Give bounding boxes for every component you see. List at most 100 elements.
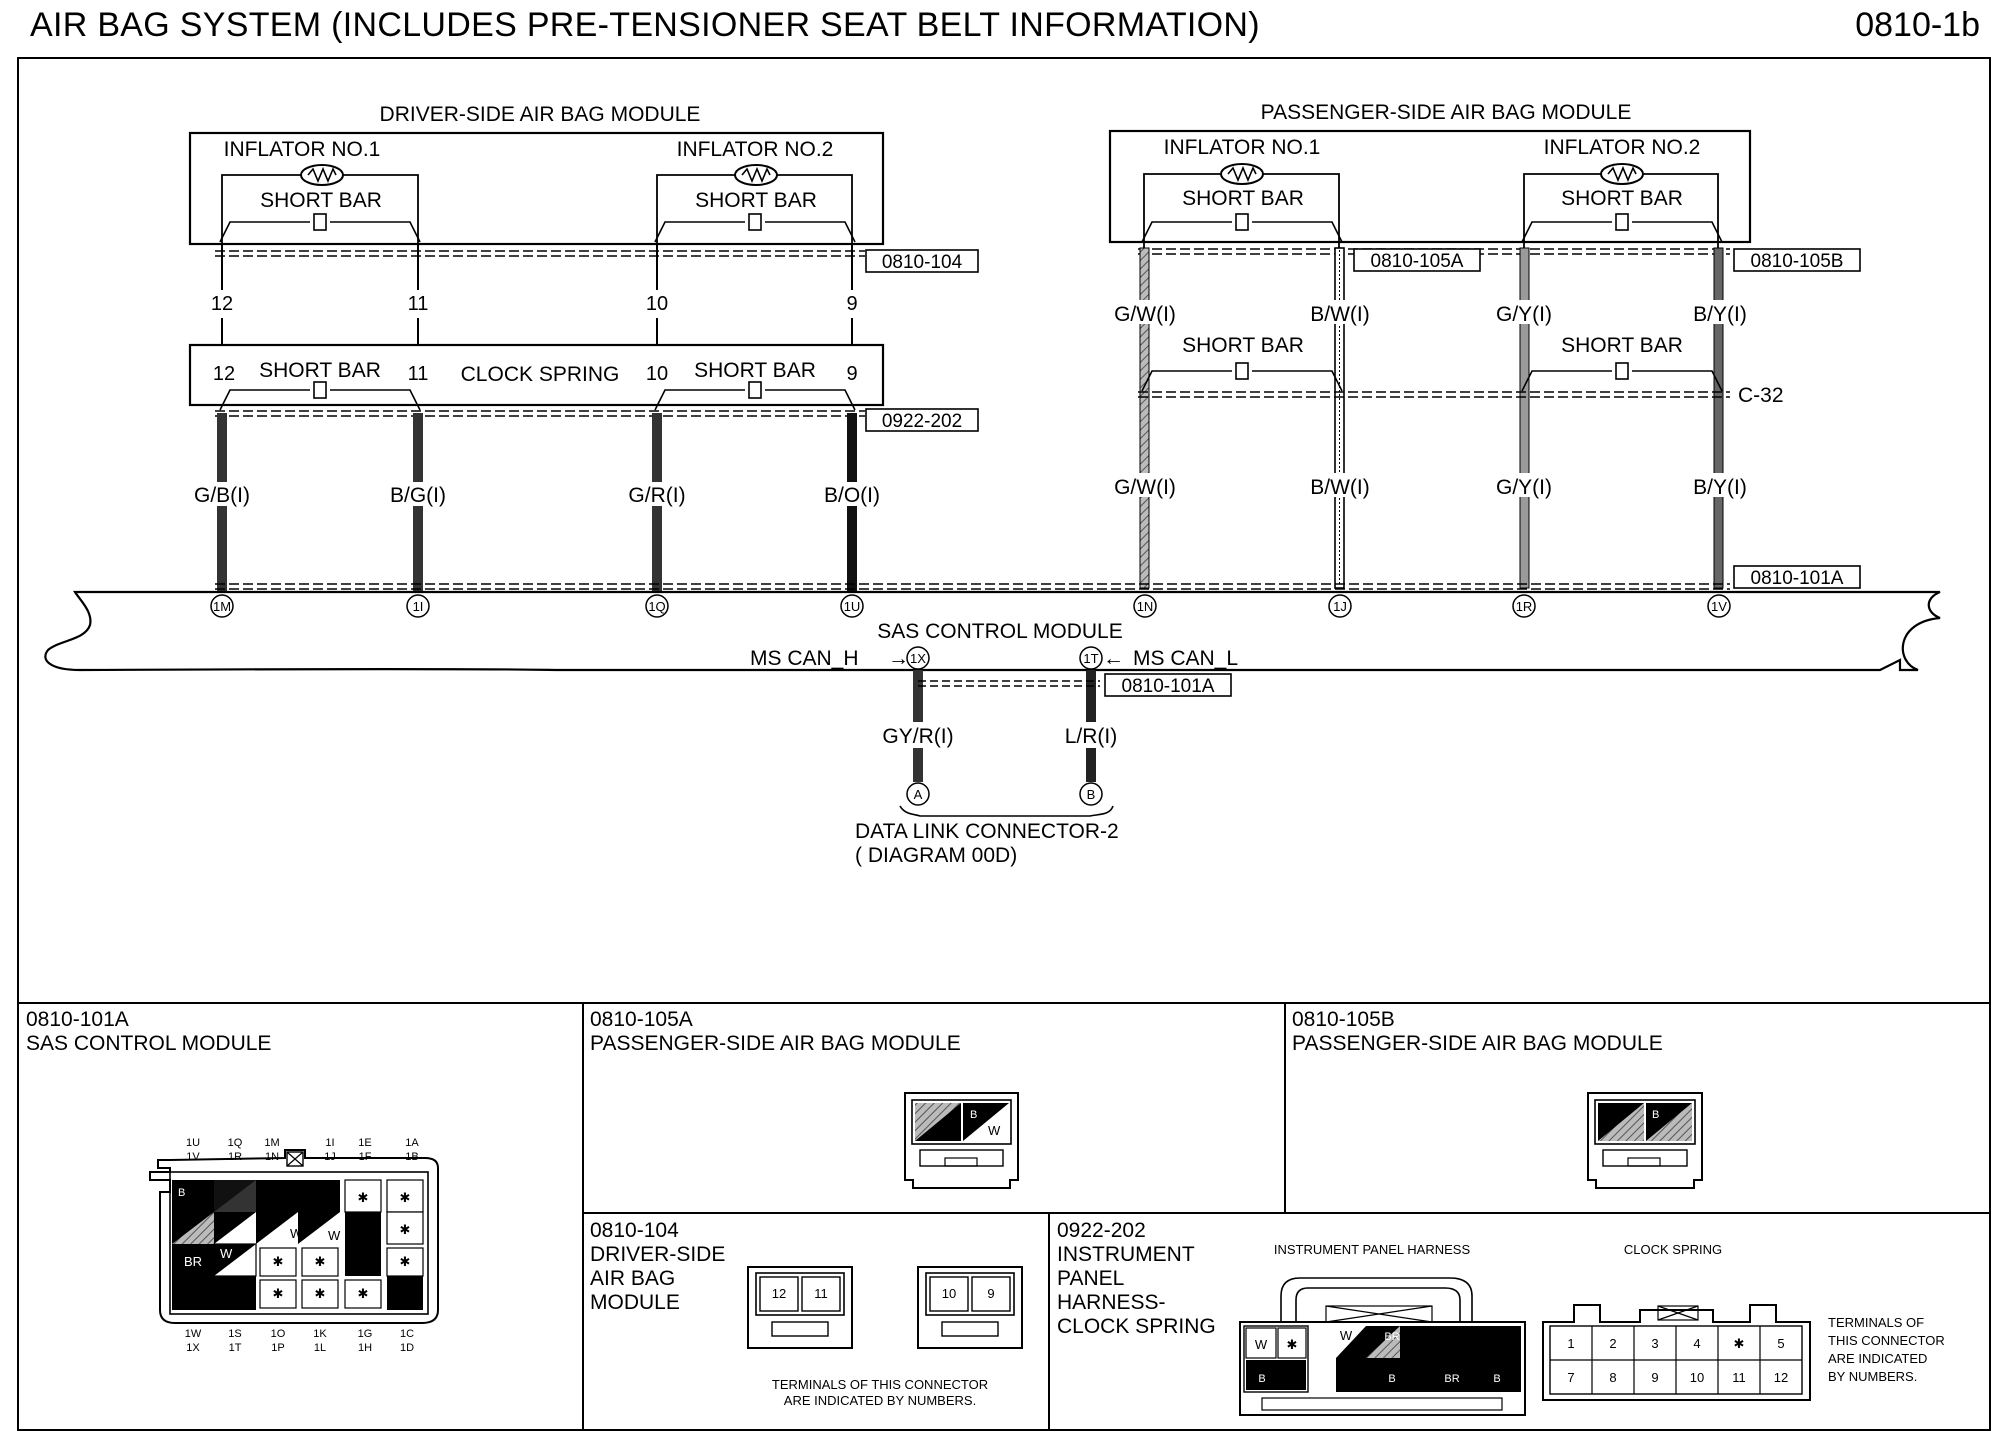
svg-text:7: 7 — [1567, 1370, 1574, 1385]
svg-text:B: B — [970, 1109, 977, 1121]
svg-text:✱: ✱ — [273, 1254, 284, 1269]
resistor-icon — [300, 164, 344, 186]
outer-frame — [17, 57, 1991, 1431]
driver-pin: 11 — [408, 293, 429, 315]
sas-terminal: 1T — [1083, 651, 1098, 666]
svg-text:INFLATOR NO.1: INFLATOR NO.1 — [1164, 136, 1321, 159]
connector-ref-0810-104: 0810-104 — [882, 252, 963, 273]
short-bar-label: SHORT BAR — [1182, 187, 1304, 210]
svg-text:W: W — [220, 1246, 233, 1261]
driver-pin: 12 — [211, 293, 233, 315]
resistor-icon — [1220, 163, 1264, 185]
svg-text:✱: ✱ — [1734, 1336, 1745, 1351]
svg-text:9: 9 — [846, 363, 857, 385]
svg-text:→: → — [888, 647, 909, 670]
svg-text:ARE INDICATED: ARE INDICATED — [1828, 1351, 1927, 1366]
svg-text:W: W — [290, 1226, 303, 1241]
panel-code: 0810-104 — [590, 1219, 679, 1242]
svg-text:THIS CONNECTOR: THIS CONNECTOR — [1828, 1333, 1945, 1348]
connector-ref-0810-105a: 0810-105A — [1371, 251, 1464, 272]
sas-terminal: 1X — [910, 651, 926, 666]
short-bar-icon — [1521, 213, 1723, 243]
svg-text:✱: ✱ — [400, 1222, 411, 1237]
page-code: 0810-1b — [1855, 6, 1980, 44]
short-bar-label: SHORT BAR — [259, 359, 381, 382]
svg-text:TERMINALS OF THIS CONNECTOR: TERMINALS OF THIS CONNECTOR — [772, 1377, 988, 1392]
panel-title: SAS CONTROL MODULE — [26, 1032, 271, 1055]
clock-spring-label: CLOCK SPRING — [461, 363, 620, 386]
svg-text:W: W — [328, 1228, 341, 1243]
short-bar-icon — [1521, 362, 1723, 392]
svg-text:✱: ✱ — [358, 1190, 369, 1205]
short-bar-label: SHORT BAR — [694, 359, 816, 382]
svg-text:8: 8 — [1609, 1370, 1616, 1385]
svg-text:AIR BAG: AIR BAG — [590, 1267, 675, 1290]
wire-color-label: B/G(I) — [390, 484, 446, 507]
svg-text:✱: ✱ — [358, 1286, 369, 1301]
driver-module-label: DRIVER-SIDE AIR BAG MODULE — [380, 103, 701, 126]
svg-text:1W: 1W — [185, 1328, 202, 1340]
driver-pin: 9 — [846, 293, 857, 315]
svg-text:11: 11 — [814, 1286, 828, 1301]
svg-text:HARNESS-: HARNESS- — [1057, 1291, 1166, 1314]
svg-text:✱: ✱ — [400, 1190, 411, 1205]
svg-text:9: 9 — [1651, 1370, 1658, 1385]
driver-harness-wires — [217, 413, 857, 593]
sas-control-module — [44, 590, 1941, 672]
clock-spring-pins: 1 2 3 4 ✱ 5 7 8 9 10 11 12 — [1567, 1336, 1788, 1385]
wire-color-label: G/R(I) — [628, 484, 685, 507]
short-bar-label: SHORT BAR — [260, 189, 382, 212]
svg-text:1U: 1U — [186, 1137, 200, 1149]
junction-c32-label: C-32 — [1738, 384, 1784, 407]
short-bar-icon — [1141, 362, 1343, 392]
ms-can-l-label: MS CAN_L — [1133, 647, 1238, 670]
panel-code: 0810-105B — [1292, 1008, 1395, 1031]
svg-text:10: 10 — [646, 363, 668, 385]
panel-code: 0810-105A — [590, 1008, 693, 1031]
svg-text:1M: 1M — [264, 1137, 279, 1149]
sas-terminal: 1M — [213, 599, 231, 614]
svg-text:W: W — [940, 1123, 953, 1138]
svg-text:10: 10 — [942, 1286, 956, 1301]
clock-spring: 12 11 10 9 SHORT BAR SHORT BAR CLOCK SPR… — [188, 343, 885, 411]
svg-text:B: B — [178, 1187, 185, 1199]
ip-harness-connector-face — [1239, 1277, 1526, 1416]
connector-ref-0922-202: 0922-202 — [882, 411, 962, 432]
svg-text:1T: 1T — [229, 1342, 242, 1354]
short-bar-icon — [654, 213, 856, 243]
wire-color-label: B/W(I) — [1310, 303, 1369, 326]
svg-text:1V: 1V — [186, 1151, 200, 1163]
resistor-icon — [734, 164, 778, 186]
svg-text:1K: 1K — [313, 1328, 327, 1340]
svg-text:INSTRUMENT: INSTRUMENT — [1057, 1243, 1195, 1266]
svg-text:BR: BR — [1444, 1373, 1459, 1385]
ms-can-h-label: MS CAN_H — [750, 647, 859, 670]
svg-text:1D: 1D — [400, 1342, 414, 1354]
svg-text:✱: ✱ — [315, 1254, 326, 1269]
passenger-module-label: PASSENGER-SIDE AIR BAG MODULE — [1261, 101, 1632, 124]
svg-text:B: B — [1388, 1373, 1395, 1385]
harness-label: INSTRUMENT PANEL HARNESS — [1274, 1242, 1471, 1257]
panel-code: 0922-202 — [1057, 1219, 1146, 1242]
svg-text:1J: 1J — [324, 1151, 336, 1163]
svg-text:1B: 1B — [405, 1151, 418, 1163]
driver-connector-face — [747, 1266, 1023, 1349]
wire-color-label: G/Y(I) — [1496, 476, 1552, 499]
svg-text:12: 12 — [1774, 1370, 1788, 1385]
svg-text:1A: 1A — [405, 1137, 419, 1149]
sas-terminal: 1I — [413, 599, 424, 614]
clock-spring-label: CLOCK SPRING — [1624, 1242, 1722, 1257]
svg-text:✱: ✱ — [400, 1254, 411, 1269]
wire-color-label: B/Y(I) — [1693, 303, 1747, 326]
svg-text:11: 11 — [1732, 1370, 1746, 1385]
svg-text:1G: 1G — [358, 1328, 373, 1340]
short-bar-label: SHORT BAR — [1182, 334, 1304, 357]
svg-text:9: 9 — [987, 1286, 994, 1301]
svg-text:1L: 1L — [314, 1342, 326, 1354]
svg-text:W: W — [988, 1123, 1001, 1138]
svg-text:MODULE: MODULE — [590, 1291, 680, 1314]
svg-text:W: W — [1255, 1337, 1268, 1352]
short-bar-label: SHORT BAR — [695, 189, 817, 212]
sas-terminal: 1J — [1333, 599, 1347, 614]
